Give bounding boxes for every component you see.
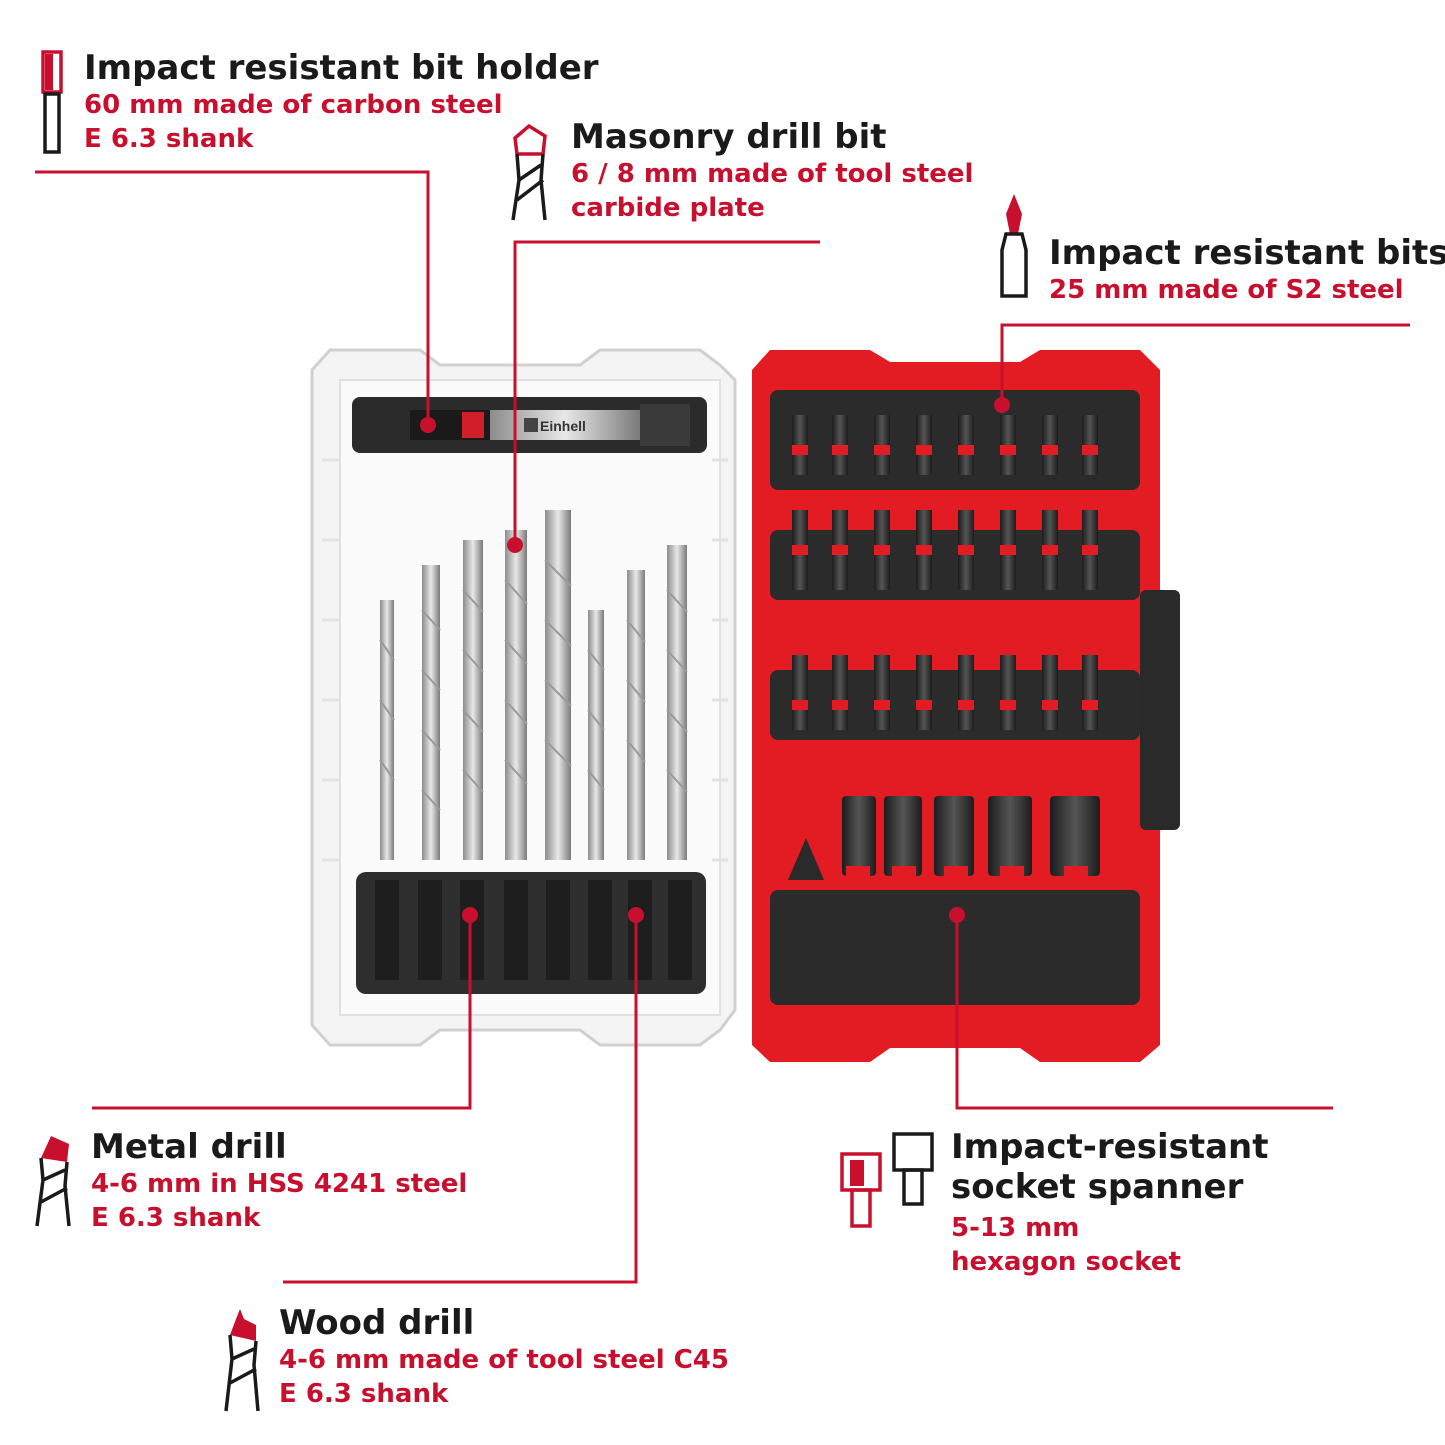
- callout-spec: 4-6 mm made of tool steel C45: [279, 1345, 729, 1375]
- red-case: [752, 350, 1180, 1062]
- callout-title: Impact resistant bit holder: [84, 48, 599, 88]
- callout-title: Wood drill: [279, 1303, 475, 1343]
- callout-bit-holder: Impact resistant bit holder 60 mm made o…: [84, 48, 599, 156]
- callout-spec: 60 mm made of carbon steel: [84, 90, 503, 120]
- callout-title: Impact-resistant: [951, 1127, 1269, 1167]
- callout-metal-drill: Metal drill 4-6 mm in HSS 4241 steel E 6…: [91, 1127, 467, 1235]
- callout-masonry-drill: Masonry drill bit 6 / 8 mm made of tool …: [571, 117, 973, 225]
- socket-spanner-icon: [840, 1132, 934, 1228]
- callout-spec: carbide plate: [571, 193, 765, 223]
- bit-holder-bar: Einhell: [352, 397, 707, 453]
- callout-title: socket spanner: [951, 1167, 1244, 1207]
- callout-spec: E 6.3 shank: [91, 1203, 261, 1233]
- einhell-logo-text: Einhell: [540, 418, 586, 434]
- callout-spec: E 6.3 shank: [279, 1379, 449, 1409]
- socket-spanners: [788, 796, 1100, 888]
- callout-socket-spanner: Impact-resistant socket spanner 5-13 mm …: [951, 1127, 1269, 1279]
- callout-spec: E 6.3 shank: [84, 124, 254, 154]
- metal-drill-icon: [35, 1136, 71, 1227]
- leader-dots: [420, 397, 1010, 923]
- callout-bits: Impact resistant bits 25 mm made of S2 s…: [1049, 233, 1445, 307]
- screwdriver-bit-icon: [1000, 194, 1028, 298]
- callout-spec: 4-6 mm in HSS 4241 steel: [91, 1169, 468, 1199]
- callout-spec: hexagon socket: [951, 1247, 1181, 1277]
- callout-title: Metal drill: [91, 1127, 287, 1167]
- callout-title: Impact resistant bits: [1049, 233, 1445, 273]
- callout-spec: 25 mm made of S2 steel: [1049, 275, 1404, 305]
- callout-wood-drill: Wood drill 4-6 mm made of tool steel C45…: [279, 1303, 729, 1411]
- drill-bits: [356, 510, 706, 994]
- wood-drill-icon: [224, 1309, 260, 1412]
- masonry-drill-icon: [511, 123, 547, 221]
- callout-spec: 5-13 mm: [951, 1213, 1080, 1243]
- callout-title: Masonry drill bit: [571, 117, 887, 157]
- leader-lines: [35, 170, 1410, 1284]
- bit-holder-icon: [41, 50, 63, 154]
- callout-spec: 6 / 8 mm made of tool steel: [571, 159, 974, 189]
